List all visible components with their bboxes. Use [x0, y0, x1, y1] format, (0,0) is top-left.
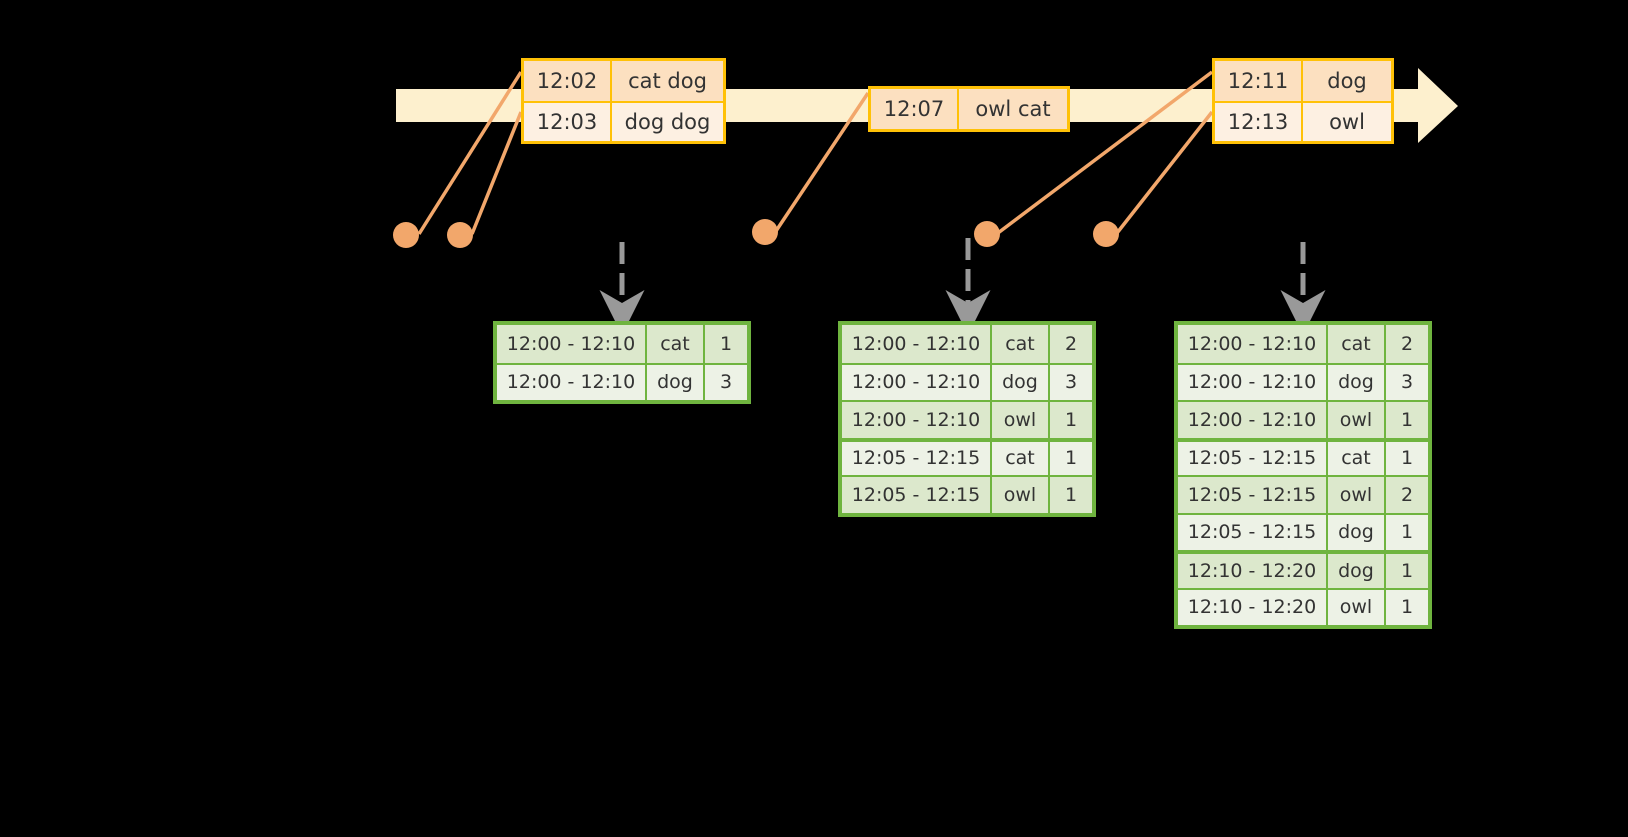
window-cell: 12:05 - 12:15: [1178, 441, 1328, 475]
key-cell: dog: [1328, 364, 1386, 400]
window-cell: 12:00 - 12:10: [497, 364, 647, 400]
window-cell: 12:00 - 12:10: [842, 325, 992, 363]
trigger-dots: [393, 219, 1119, 248]
event-time: 12:13: [1215, 103, 1303, 141]
event-words: dog dog: [624, 110, 711, 134]
key-cell: dog: [1328, 514, 1386, 550]
key-cell: owl: [992, 402, 1050, 438]
event-words: owl: [1329, 110, 1365, 134]
event-group-2[interactable]: 12:07 owl cat: [868, 86, 1070, 132]
table-row[interactable]: 12:05 - 12:15 cat 1: [842, 437, 1092, 475]
event-row[interactable]: 12:13 owl: [1215, 101, 1391, 141]
key-cell: dog: [647, 364, 705, 400]
event-row[interactable]: 12:07 owl cat: [871, 89, 1067, 129]
table-row[interactable]: 12:00 - 12:10 cat 2: [1178, 325, 1428, 363]
trigger-dot-2: [447, 222, 473, 248]
table-row[interactable]: 12:10 - 12:20 dog 1: [1178, 550, 1428, 588]
window-cell: 12:05 - 12:15: [1178, 514, 1328, 550]
window-cell: 12:00 - 12:10: [842, 364, 992, 400]
count-cell: 1: [1064, 447, 1078, 470]
trigger-dot-1: [393, 222, 419, 248]
count-cell: 1: [1400, 447, 1414, 470]
count-cell: 1: [719, 332, 733, 355]
result-table-1[interactable]: 12:00 - 12:10 cat 1 12:00 - 12:10 dog 3: [493, 321, 751, 404]
count-cell: 1: [1400, 596, 1414, 619]
key-cell: cat: [1328, 441, 1386, 475]
event-time: 12:07: [871, 89, 959, 129]
table-row[interactable]: 12:00 - 12:10 dog 3: [1178, 362, 1428, 400]
result-table-3[interactable]: 12:00 - 12:10 cat 2 12:00 - 12:10 dog 3 …: [1174, 321, 1432, 629]
table-row[interactable]: 12:05 - 12:15 owl 2: [1178, 475, 1428, 513]
table-row[interactable]: 12:00 - 12:10 cat 2: [842, 325, 1092, 363]
key-cell: owl: [992, 477, 1050, 513]
event-group-3[interactable]: 12:11 dog 12:13 owl: [1212, 58, 1394, 144]
count-cell: 2: [1400, 483, 1414, 506]
table-row[interactable]: 12:05 - 12:15 cat 1: [1178, 437, 1428, 475]
table-row[interactable]: 12:00 - 12:10 owl 1: [1178, 400, 1428, 438]
count-cell: 3: [1400, 371, 1414, 394]
window-cell: 12:00 - 12:10: [1178, 325, 1328, 363]
key-cell: owl: [1328, 477, 1386, 513]
event-time: 12:11: [1215, 61, 1303, 101]
table-row[interactable]: 12:05 - 12:15 owl 1: [842, 475, 1092, 513]
count-cell: 1: [1064, 408, 1078, 431]
window-cell: 12:00 - 12:10: [1178, 402, 1328, 438]
table-row[interactable]: 12:00 - 12:10 cat 1: [497, 325, 747, 363]
event-words: owl cat: [975, 97, 1051, 121]
count-cell: 2: [1064, 332, 1078, 355]
count-cell: 2: [1400, 332, 1414, 355]
key-cell: cat: [1328, 325, 1386, 363]
key-cell: owl: [1328, 402, 1386, 438]
trigger-dot-3: [752, 219, 778, 245]
count-cell: 1: [1064, 483, 1078, 506]
trigger-dot-5: [1093, 221, 1119, 247]
event-words: dog: [1327, 69, 1367, 93]
event-row[interactable]: 12:11 dog: [1215, 61, 1391, 101]
event-time: 12:03: [524, 103, 612, 141]
event-time: 12:02: [524, 61, 612, 101]
count-cell: 1: [1400, 408, 1414, 431]
table-row[interactable]: 12:05 - 12:15 dog 1: [1178, 512, 1428, 550]
event-group-1[interactable]: 12:02 cat dog 12:03 dog dog: [521, 58, 726, 144]
key-cell: cat: [992, 441, 1050, 475]
event-row[interactable]: 12:02 cat dog: [524, 61, 723, 101]
window-cell: 12:05 - 12:15: [1178, 477, 1328, 513]
key-cell: dog: [1328, 554, 1386, 588]
trigger-dot-4: [974, 221, 1000, 247]
table-row[interactable]: 12:10 - 12:20 owl 1: [1178, 587, 1428, 625]
emit-arrows: [599, 238, 1326, 335]
table-row[interactable]: 12:00 - 12:10 owl 1: [842, 400, 1092, 438]
window-cell: 12:10 - 12:20: [1178, 554, 1328, 588]
key-cell: cat: [647, 325, 705, 363]
window-cell: 12:05 - 12:15: [842, 441, 992, 475]
key-cell: dog: [992, 364, 1050, 400]
event-words: cat dog: [628, 69, 707, 93]
table-row[interactable]: 12:00 - 12:10 dog 3: [497, 362, 747, 400]
window-cell: 12:10 - 12:20: [1178, 589, 1328, 625]
count-cell: 3: [1064, 371, 1078, 394]
window-cell: 12:00 - 12:10: [842, 402, 992, 438]
result-table-2[interactable]: 12:00 - 12:10 cat 2 12:00 - 12:10 dog 3 …: [838, 321, 1096, 517]
event-row[interactable]: 12:03 dog dog: [524, 101, 723, 141]
count-cell: 1: [1400, 559, 1414, 582]
window-cell: 12:05 - 12:15: [842, 477, 992, 513]
key-cell: cat: [992, 325, 1050, 363]
count-cell: 3: [719, 371, 733, 394]
table-row[interactable]: 12:00 - 12:10 dog 3: [842, 362, 1092, 400]
count-cell: 1: [1400, 521, 1414, 544]
key-cell: owl: [1328, 589, 1386, 625]
window-cell: 12:00 - 12:10: [1178, 364, 1328, 400]
window-cell: 12:00 - 12:10: [497, 325, 647, 363]
